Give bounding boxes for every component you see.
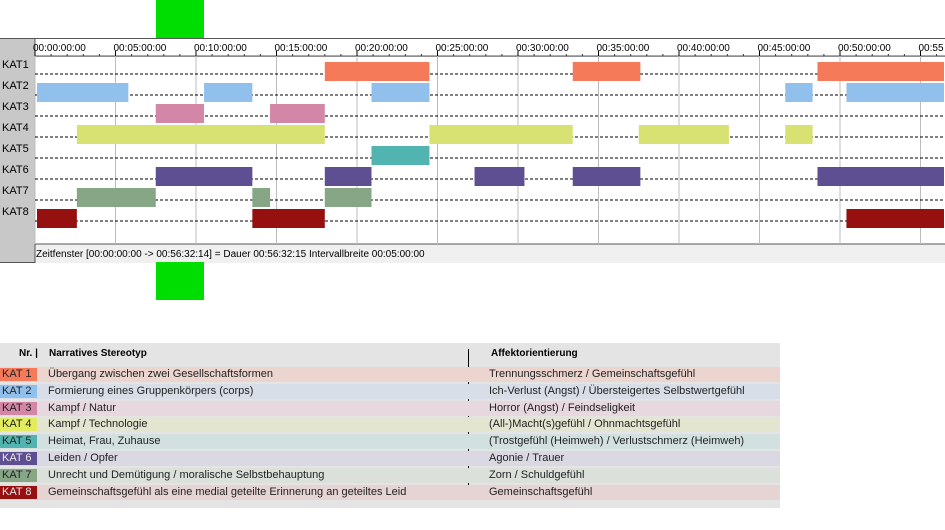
legend-row: KAT 5 Heimat, Frau, Zuhause (Trostgefühl (… (0, 434, 780, 450)
timeline-svg: 00:00:00:00 00:05:00:00 00:10:00:00 00:15:0… (2, 39, 945, 263)
legend-affekt: Horror (Angst) / Feindseligkeit (489, 401, 636, 414)
legend-stereotyp: Heimat, Frau, Zuhause (48, 435, 161, 448)
legend-affekt: (Trostgefühl (Heimweh) / Verlustschmerz … (489, 435, 745, 448)
interval-bar-kat7 (324, 188, 372, 207)
legend-stereotyp: Übergang zwischen zwei Gesellschaftsform… (48, 368, 273, 380)
legend-row: KAT 2 Formierung eines Gruppenkörpers (co… (0, 383, 780, 399)
legend-row: KAT 8 Gemeinschaftsgefühl als eine medial… (0, 484, 780, 500)
category-legend-table: Nr. | Narratives Stereotyp Affektorienti… (0, 343, 780, 508)
tick-label: 00:45:00:00 (758, 43, 811, 54)
interval-bar-kat6 (817, 167, 944, 186)
legend-row: KAT 7 Unrecht und Demütigung / moralische… (0, 467, 780, 483)
legend-stereotyp: Kampf / Natur (48, 401, 116, 414)
row-label-kat2: KAT2 (2, 80, 29, 92)
legend-category-code: KAT 5 (0, 435, 37, 449)
interval-bar-kat2 (846, 83, 944, 102)
row-label-kat8: KAT8 (2, 206, 29, 218)
time-axis-header (35, 39, 945, 56)
interval-bar-kat2 (371, 83, 430, 102)
green-marker-bottom (156, 262, 204, 300)
legend-category-code: KAT 1 (0, 368, 37, 381)
tick-label: 00:40:00:00 (677, 43, 730, 54)
legend-row: KAT 6 Leiden / Opfer Agonie / Trauer (0, 451, 780, 466)
interval-bar-kat4 (785, 125, 813, 144)
legend-category-code: KAT 7 (0, 468, 37, 482)
interval-bar-kat2 (204, 83, 253, 102)
green-marker-top (156, 0, 204, 38)
interval-bar-kat1 (572, 62, 641, 81)
legend-affekt: Zorn / Schuldgefühl (489, 468, 585, 481)
legend-category-code: KAT 4 (0, 418, 37, 432)
legend-affekt: Ich-Verlust (Angst) / Übersteigertes Sel… (489, 384, 745, 397)
legend-stereotyp: Leiden / Opfer (48, 452, 118, 464)
interval-bar-kat3 (270, 104, 325, 123)
legend-category-code: KAT 3 (0, 401, 37, 415)
tick-label: 00:05:00:00 (114, 43, 167, 54)
legend-affekt: Agonie / Trauer (489, 452, 565, 464)
legend-stereotyp: Formierung eines Gruppenkörpers (corps) (48, 384, 254, 397)
legend-affekt: (All-)Macht(s)gefühl / Ohnmachtsgefühl (489, 418, 681, 431)
interval-bar-kat6 (572, 167, 641, 186)
interval-bar-kat6 (324, 167, 372, 186)
interval-bar-kat8 (252, 209, 325, 228)
legend-category-code: KAT 2 (0, 384, 37, 398)
row-label-kat5: KAT5 (2, 143, 29, 155)
interval-bar-kat6 (474, 167, 525, 186)
row-label-kat4: KAT4 (2, 122, 29, 134)
interval-bar-kat4 (638, 125, 729, 144)
legend-category-code: KAT 6 (0, 452, 37, 465)
legend-header-affekt: Affektorientierung (491, 348, 578, 359)
row-label-kat7: KAT7 (2, 185, 29, 197)
legend-affekt: Gemeinschaftsgefühl (489, 485, 593, 498)
legend-stereotyp: Unrecht und Demütigung / moralische Selb… (48, 468, 325, 481)
row-label-kat3: KAT3 (2, 101, 29, 113)
interval-bar-kat2 (785, 83, 813, 102)
legend-row: KAT 1 Übergang zwischen zwei Gesellschaft… (0, 367, 780, 382)
tick-label: 00:10:00:00 (194, 43, 247, 54)
tick-label: 00:25:00:00 (436, 43, 489, 54)
interval-bar-kat4 (76, 125, 325, 144)
interval-bar-kat8 (37, 209, 77, 228)
interval-bar-kat8 (846, 209, 944, 228)
interval-bar-kat7 (76, 188, 156, 207)
row-label-kat6: KAT6 (2, 164, 29, 176)
legend-category-code: KAT 8 (0, 485, 37, 499)
interval-bar-kat6 (155, 167, 253, 186)
legend-row: KAT 4 Kampf / Technologie (All-)Macht(s)ge… (0, 417, 780, 433)
tick-label: 00:15:00:00 (275, 43, 328, 54)
status-bar-text: Zeitfenster [00:00:00:00 -> 00:56:32:14]… (36, 249, 425, 260)
legend-stereotyp: Gemeinschaftsgefühl als eine medial gete… (48, 485, 407, 498)
interval-bar-kat2 (37, 83, 129, 102)
interval-bar-kat7 (252, 188, 271, 207)
legend-affekt: Trennungsschmerz / Gemeinschaftsgefühl (489, 368, 696, 380)
status-bar (35, 244, 945, 263)
tick-label: 00:20:00:00 (355, 43, 408, 54)
tick-label: 00:50:00:00 (838, 43, 891, 54)
interval-bar-kat1 (324, 62, 430, 81)
tick-label: 00:00:00:00 (33, 43, 86, 54)
legend-header-nr: Nr. | (19, 348, 38, 359)
interval-bar-kat3 (155, 104, 205, 123)
interval-bar-kat5 (371, 146, 430, 165)
tick-label: 00:55 (919, 43, 944, 54)
legend-header-stereotyp: Narratives Stereotyp (49, 348, 147, 359)
interval-bar-kat4 (429, 125, 573, 144)
legend-row: KAT 3 Kampf / Natur Horror (Angst) / Feind… (0, 400, 780, 416)
legend-stereotyp: Kampf / Technologie (48, 418, 148, 431)
tick-label: 00:30:00:00 (516, 43, 569, 54)
row-label-kat1: KAT1 (2, 59, 29, 71)
interval-bar-kat1 (817, 62, 944, 81)
timeline-chart[interactable]: 00:00:00:00 00:05:00:00 00:10:00:00 00:15:0… (0, 38, 945, 263)
tick-label: 00:35:00:00 (597, 43, 650, 54)
